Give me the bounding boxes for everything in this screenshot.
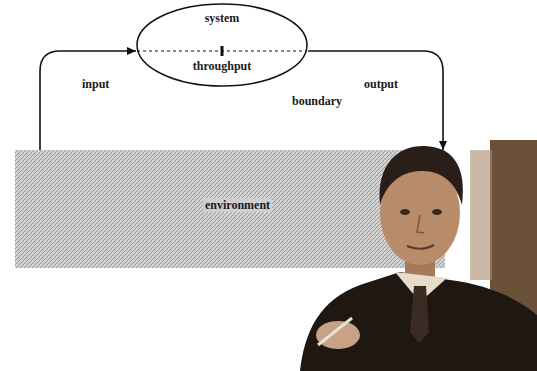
- edge-label: output: [362, 77, 400, 91]
- environment-band: environment: [15, 150, 445, 268]
- edge-label: input: [80, 77, 111, 91]
- system-ellipse: system throughput: [136, 3, 308, 87]
- node-text: throughput: [193, 59, 251, 73]
- flow-arrow: [40, 51, 136, 150]
- node-text: environment: [203, 198, 272, 212]
- node-text: system: [205, 11, 240, 25]
- boundary-label: boundary: [290, 94, 344, 108]
- portrait-photo: [300, 140, 537, 371]
